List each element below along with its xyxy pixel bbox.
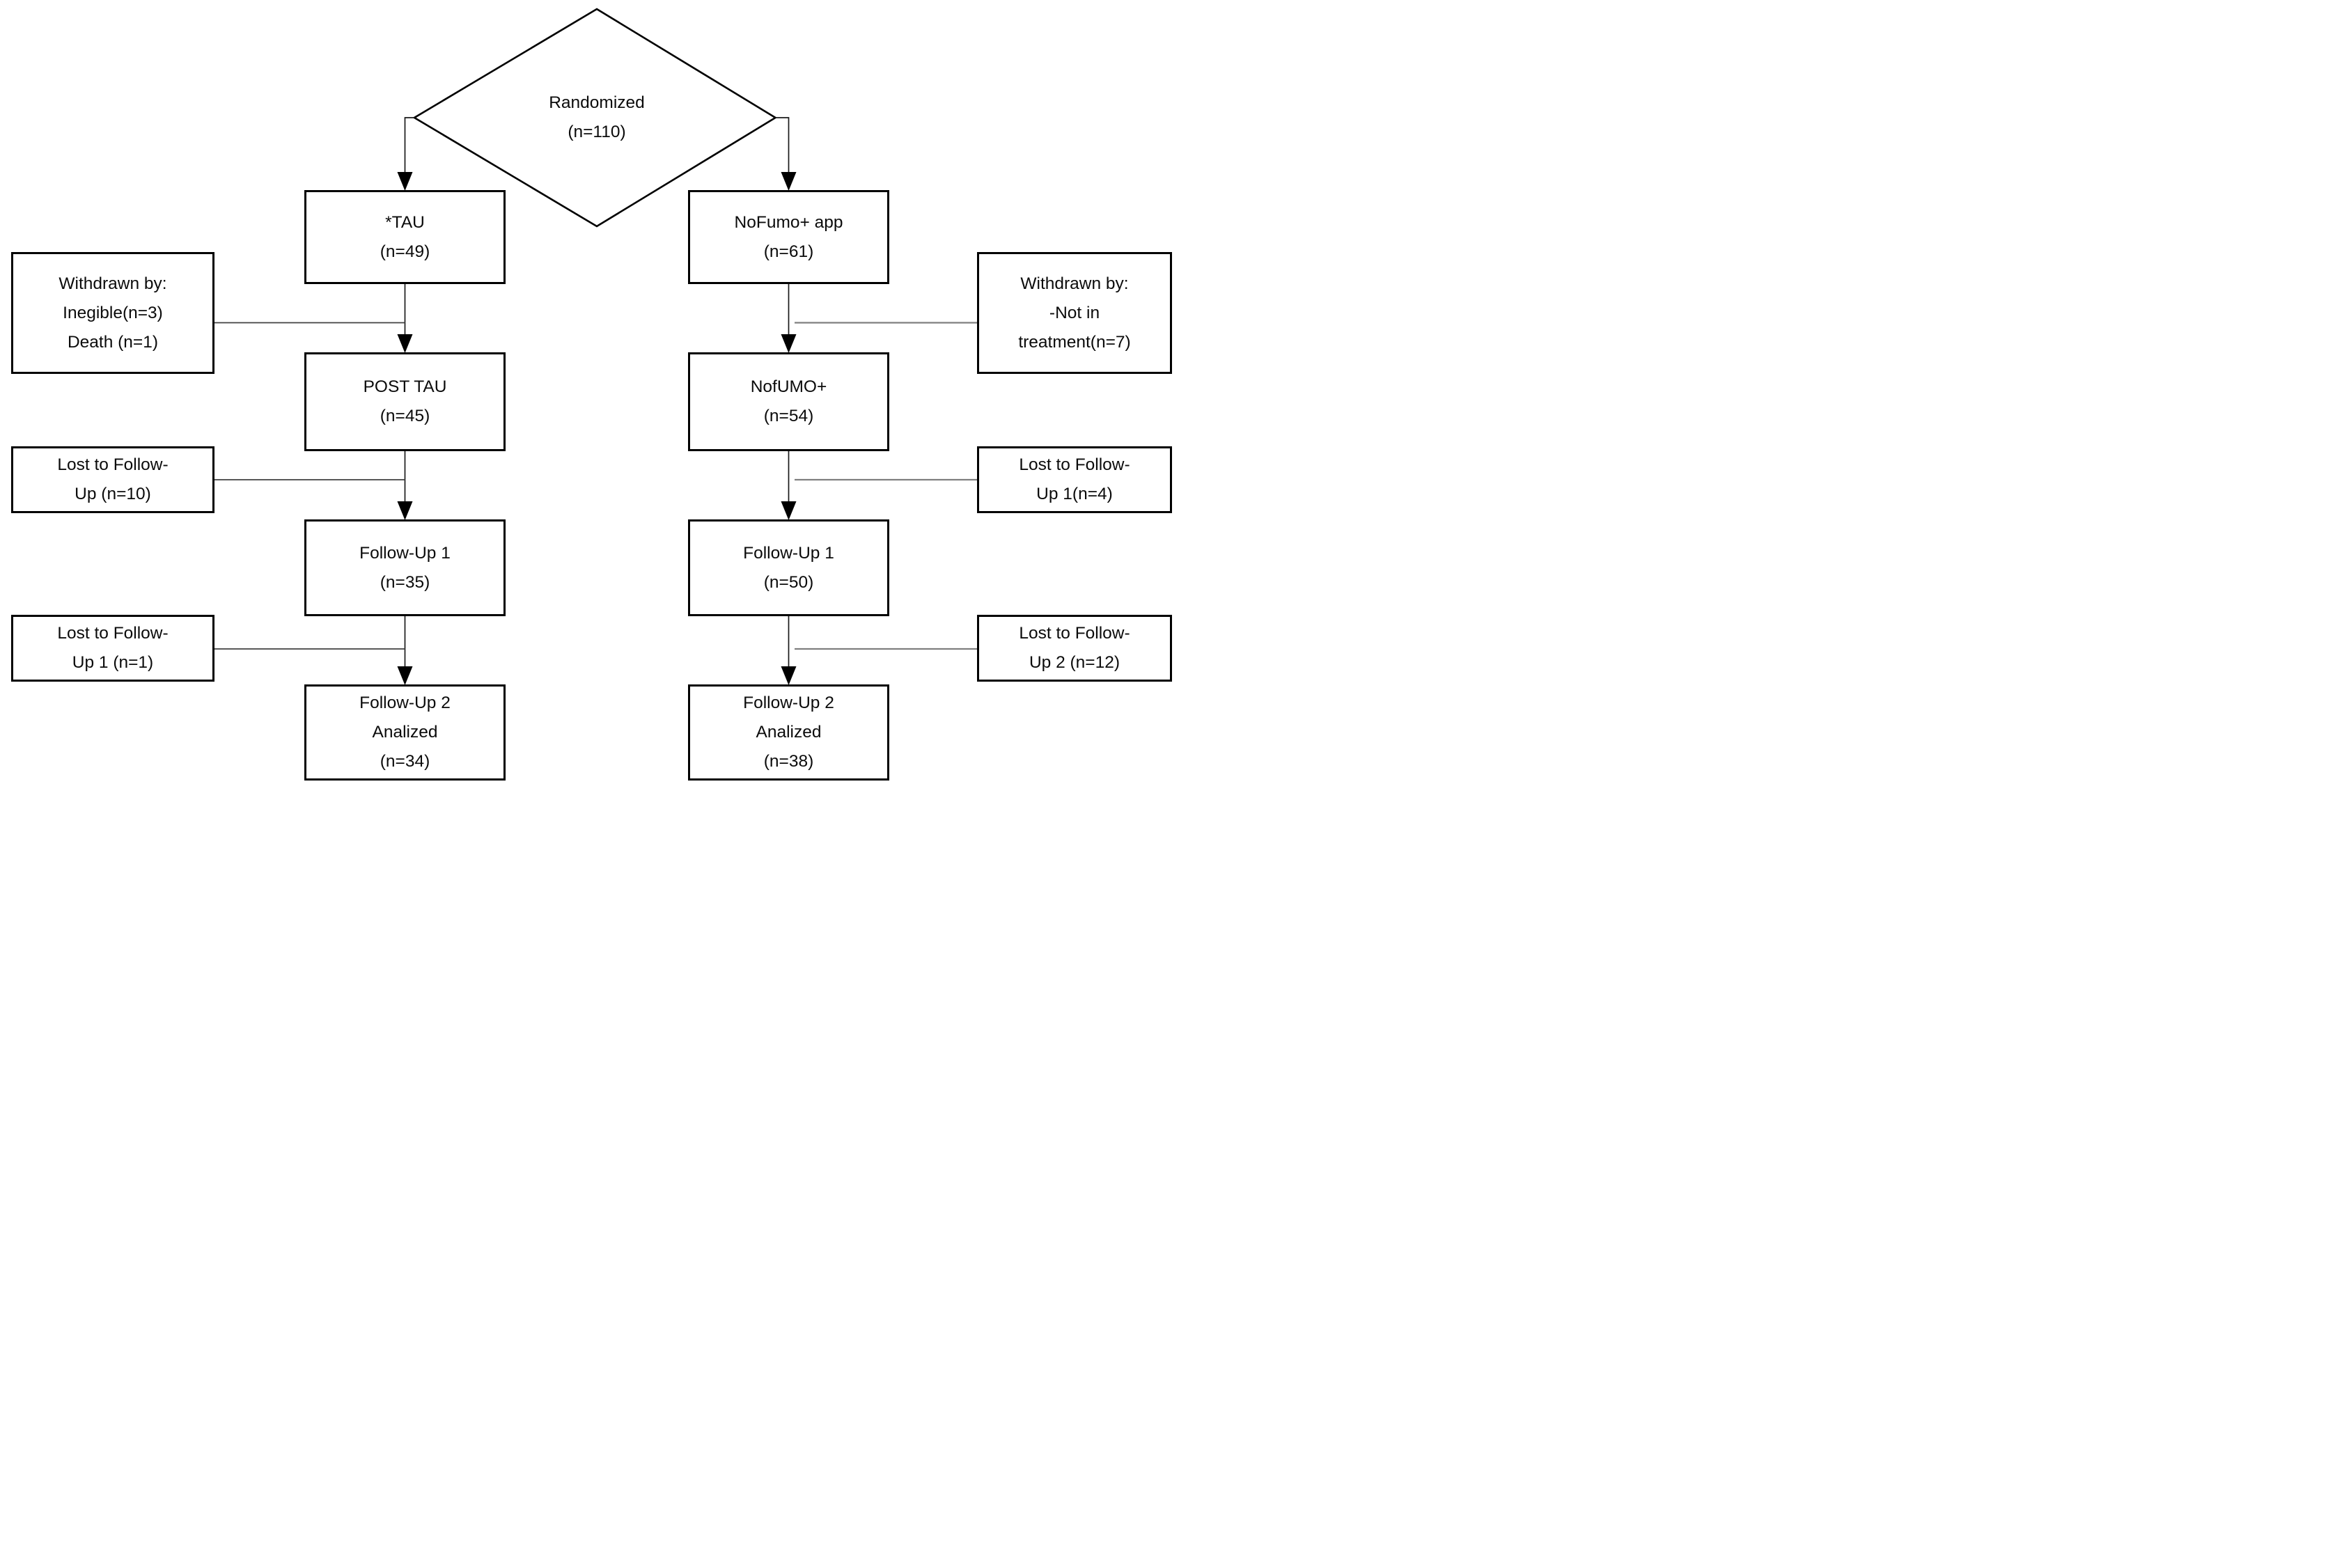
node-randomized: Randomized (n=110) [492,85,701,150]
connector-layer [214,8,979,685]
randomized-diamond-shape [412,8,778,228]
lost1-left-line-1: Lost to Follow- [57,455,169,474]
nofumopost-line-2: (n=54) [763,407,814,425]
followup1-right-line-1: Follow-Up 1 [743,543,834,563]
arrowhead-posttau-to-followup1-left [397,501,413,520]
followup1-left-line-2: (n=35) [380,572,430,592]
node-followup1-right: Follow-Up 1 (n=50) [688,519,889,616]
arrowhead-tau-to-posttau [397,334,413,353]
consort-flow-diagram: Randomized (n=110) *TAU (n=49) NoFumo+ a… [0,0,1176,784]
arrowhead-followup1-to-followup2-left [397,666,413,685]
connector-randomized-to-tau [404,117,414,174]
followup2-left-line-1: Follow-Up 2 [359,693,451,712]
posttau-line-1: POST TAU [363,377,447,396]
nofumo-arm-line-2: (n=61) [763,242,814,261]
node-followup1-left: Follow-Up 1 (n=35) [304,519,506,616]
lost1-left-line-2: Up (n=10) [75,485,151,503]
withdrawn-left-line-3: Death (n=1) [67,332,159,352]
lost2-left-line-1: Lost to Follow- [57,624,169,643]
randomized-line-1: Randomized [549,93,645,112]
withdrawn-right-line-2: -Not in [1049,303,1100,322]
posttau-line-2: (n=45) [380,407,430,425]
arrowhead-nofumo-to-nofumopost [781,334,797,353]
followup2-right-line-3: (n=38) [763,752,814,771]
lost2-right-line-2: Up 2 (n=12) [1029,653,1120,672]
node-nofumopost: NofUMO+ (n=54) [688,352,889,451]
node-lost2-left: Lost to Follow- Up 1 (n=1) [11,615,214,682]
followup2-right-line-2: Analized [756,723,822,742]
tau-arm-line-2: (n=49) [380,242,430,261]
arrowhead-randomized-to-tau [397,172,413,191]
node-nofumo-arm: NoFumo+ app (n=61) [688,190,889,284]
connector-randomized-to-nofumo [775,117,790,174]
followup2-left-line-2: Analized [372,723,438,742]
lost1-right-line-1: Lost to Follow- [1019,455,1130,474]
lost2-left-line-2: Up 1 (n=1) [72,653,154,672]
lost1-right-line-2: Up 1(n=4) [1036,485,1113,503]
node-withdrawn-right: Withdrawn by: -Not in treatment(n=7) [977,252,1172,374]
node-withdrawn-left: Withdrawn by: Inegible(n=3) Death (n=1) [11,252,214,374]
followup2-left-line-3: (n=34) [380,752,430,771]
randomized-line-2: (n=110) [568,123,626,141]
arrowhead-randomized-to-nofumo [781,172,797,191]
nofumopost-line-1: NofUMO+ [750,377,827,396]
node-followup2-left: Follow-Up 2 Analized (n=34) [304,684,506,781]
followup2-right-line-1: Follow-Up 2 [743,693,834,712]
node-lost1-right: Lost to Follow- Up 1(n=4) [977,446,1172,513]
node-lost2-right: Lost to Follow- Up 2 (n=12) [977,615,1172,682]
arrowhead-nofumopost-to-followup1-right [781,501,797,520]
lost2-right-line-1: Lost to Follow- [1019,624,1130,643]
node-followup2-right: Follow-Up 2 Analized (n=38) [688,684,889,781]
withdrawn-right-line-1: Withdrawn by: [1020,274,1129,293]
followup1-left-line-1: Follow-Up 1 [359,543,451,563]
node-posttau: POST TAU (n=45) [304,352,506,451]
node-tau-arm: *TAU (n=49) [304,190,506,284]
followup1-right-line-2: (n=50) [763,572,814,592]
withdrawn-left-line-2: Inegible(n=3) [63,303,163,322]
node-lost1-left: Lost to Follow- Up (n=10) [11,446,214,513]
arrowhead-followup1-to-followup2-right [781,666,797,685]
withdrawn-left-line-1: Withdrawn by: [58,274,167,293]
nofumo-arm-line-1: NoFumo+ app [734,212,843,232]
withdrawn-right-line-3: treatment(n=7) [1018,332,1131,352]
tau-arm-line-1: *TAU [385,212,425,232]
